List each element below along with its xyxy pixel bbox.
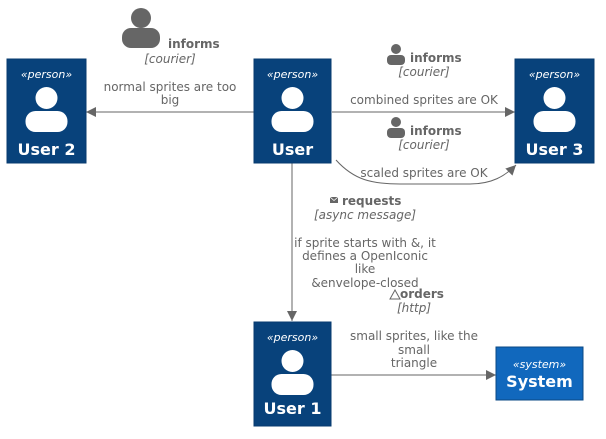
node-system-stereotype: «system» xyxy=(513,358,567,371)
person-icon xyxy=(533,87,576,132)
node-user1-title: User 1 xyxy=(264,399,322,418)
edge-to-user2-desc-1: normal sprites are too xyxy=(104,80,237,94)
node-user2-stereotype: «person» xyxy=(21,68,72,81)
person-sprite-small-icon xyxy=(387,117,405,138)
edge-to-user2-desc-2: big xyxy=(161,93,180,107)
node-system[interactable]: «system» System xyxy=(495,346,584,401)
edge-to-user1-desc-3: like xyxy=(355,262,376,276)
edge-user-to-user3-scaled xyxy=(335,159,517,185)
edge-to-user2-label: informs xyxy=(168,37,220,51)
node-user[interactable]: «person» User xyxy=(253,58,332,164)
edge-to-user3-a-desc-1: combined sprites are OK xyxy=(350,93,499,107)
node-system-title: System xyxy=(506,372,573,391)
node-user2[interactable]: «person» User 2 xyxy=(6,58,87,164)
edge-to-user3-b-desc-1: scaled sprites are OK xyxy=(360,166,488,180)
node-user3-stereotype: «person» xyxy=(529,68,580,81)
edge-to-user2-technology: [courier] xyxy=(144,52,196,66)
edge-to-user3-b-technology: [courier] xyxy=(398,138,450,152)
edge-to-user1-technology: [async message] xyxy=(314,208,416,222)
edge-to-user3-a-label: informs xyxy=(410,51,462,65)
edge-label-to-user3-combined: informs [courier] combined sprites are O… xyxy=(350,44,499,107)
person-icon xyxy=(271,87,314,132)
node-system-box xyxy=(495,346,584,401)
node-user2-title: User 2 xyxy=(18,140,76,159)
person-icon xyxy=(271,350,314,395)
edge-to-system-desc-1: small sprites, like the xyxy=(350,329,478,343)
triangle-icon xyxy=(389,288,401,300)
edge-to-system-label: orders xyxy=(400,287,444,301)
node-user3[interactable]: «person» User 3 xyxy=(514,58,595,164)
person-sprite-large-icon xyxy=(122,8,160,48)
node-user1-stereotype: «person» xyxy=(267,331,318,344)
edge-to-system-technology: [http] xyxy=(397,301,431,315)
edge-to-user1-desc-2: defines a OpenIconic xyxy=(302,249,428,263)
edge-to-user1-label: requests xyxy=(342,194,401,208)
node-user-stereotype: «person» xyxy=(267,68,318,81)
edge-to-system-desc-2: small xyxy=(398,343,430,357)
edge-to-system-desc-3: triangle xyxy=(391,356,437,370)
envelope-closed-icon xyxy=(329,196,339,203)
edge-to-user3-a-technology: [courier] xyxy=(398,65,450,79)
edge-to-user1-desc-4: &envelope-closed xyxy=(311,276,418,290)
edge-label-to-user3-scaled: informs [courier] scaled sprites are OK xyxy=(360,117,489,180)
edge-to-user1-desc-1: if sprite starts with &, it xyxy=(294,236,436,250)
node-user-title: User xyxy=(272,140,313,159)
person-sprite-small-icon xyxy=(387,44,405,65)
edge-label-to-user1: requests [async message] if sprite start… xyxy=(294,194,436,290)
edge-to-user3-b-label: informs xyxy=(410,124,462,138)
node-user1[interactable]: «person» User 1 xyxy=(253,321,332,427)
node-user3-title: User 3 xyxy=(526,140,584,159)
person-icon xyxy=(25,87,68,132)
edge-label-to-system: orders [http] small sprites, like the sm… xyxy=(350,287,478,370)
edge-label-to-user2: informs [courier] normal sprites are too… xyxy=(104,8,237,107)
